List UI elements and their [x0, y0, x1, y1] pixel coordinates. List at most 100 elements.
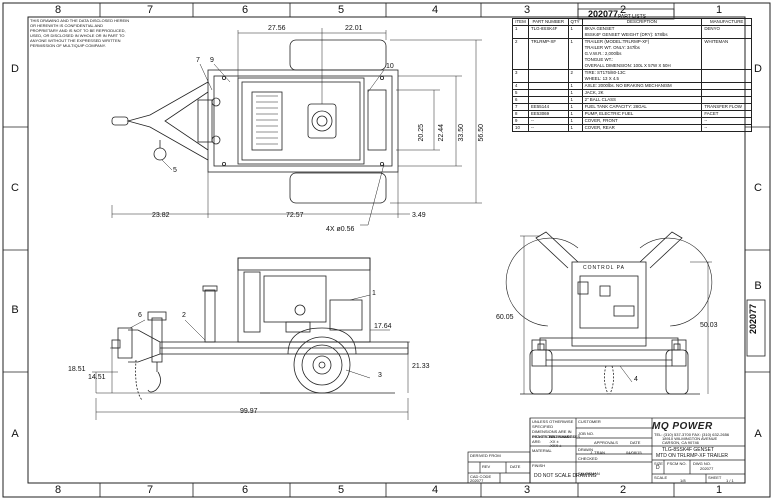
callout-2: 2	[182, 312, 186, 319]
parts-cell-qty: 1	[567, 38, 583, 70]
zone-col-6: 6	[241, 4, 249, 16]
tb-drawn-by: J. TRAN	[590, 450, 606, 455]
parts-list-table: ITEM PART NUMBER QTY DESCRIPTION MANUFAC…	[512, 18, 752, 132]
parts-cell-manufacture: TRANSFER FLOW	[701, 103, 752, 111]
rear-panel-label: CONTROL PA	[583, 265, 625, 271]
parts-description-line: 2" BALL CLASS	[584, 97, 616, 102]
rear-view	[505, 231, 713, 395]
tb-dwg-no-label: DWG NO.	[693, 461, 711, 466]
tb-salesman-label: SALESMAN	[578, 471, 600, 476]
parts-cell-part-number: --	[527, 124, 569, 132]
dim-top-h4: 56.50	[478, 124, 485, 142]
tb-fscm-label: FSCM NO.	[667, 461, 687, 466]
zone-col-2-bottom: 2	[619, 484, 627, 496]
parts-cell-manufacture	[701, 69, 752, 83]
parts-description-line: AXLE: 2000lbs. NO BRAKING MECHANISM	[584, 83, 672, 88]
dim-top-w1: 27.56	[268, 25, 286, 32]
parts-description-line: 8KVA GENSET	[584, 26, 615, 31]
tb-title-line1: TLG-8SSK4F GENSET	[662, 447, 714, 453]
zone-row-b: B	[11, 304, 19, 316]
dim-side-h2: 14.51	[88, 374, 106, 381]
tb-scale: 1/8	[680, 478, 686, 483]
tb-cad-code: 202077	[470, 478, 484, 483]
tb-address1: 18910 WILMINGTON AVENUE	[662, 436, 718, 441]
parts-cell-manufacture: FACET	[701, 110, 752, 118]
title-block-frame	[467, 417, 746, 484]
confidential-note: THIS DRAWING AND THE DATA DISCLOSED HERE…	[30, 18, 130, 48]
zone-row-d-right: D	[754, 63, 762, 75]
header-manufacture: MANUFACTURE	[701, 18, 752, 26]
parts-cell-manufacture: DENYO	[701, 25, 752, 39]
zone-col-5-bottom: 5	[337, 484, 345, 496]
tb-dec2: .XXX ±	[549, 443, 562, 448]
dim-top-l1: 23.82	[152, 212, 170, 219]
parts-cell-qty: 1	[567, 82, 583, 90]
parts-description-line: TONGUE WT.:	[584, 57, 614, 62]
parts-cell-part-number: TLG-8SSK4F	[527, 25, 569, 39]
parts-description-line: COVER, REAR	[584, 125, 615, 130]
parts-description-line: OVERALL DIMENSION: 100L X 57W X 50H	[584, 63, 671, 68]
parts-cell-description: FUEL TANK CAPACITY: 28GAL	[581, 103, 703, 111]
tb-rev-label: REV	[482, 464, 491, 469]
parts-cell-manufacture	[701, 82, 752, 90]
parts-cell-part-number	[527, 82, 569, 90]
zone-col-8-bottom: 8	[54, 484, 62, 496]
parts-cell-item: 7	[512, 103, 529, 111]
zone-col-7-bottom: 7	[146, 484, 154, 496]
parts-cell-item: 5	[512, 89, 529, 97]
parts-cell-description: COVER, FRONT	[581, 117, 703, 125]
parts-cell-qty: 1	[567, 117, 583, 125]
dim-top-h3: 33.50	[458, 124, 465, 142]
zone-col-5: 5	[337, 4, 345, 16]
parts-cell-manufacture	[701, 96, 752, 104]
parts-cell-part-number	[527, 69, 569, 83]
tb-sheet-label: SHEET	[708, 475, 722, 480]
header-part-number: PART NUMBER	[527, 18, 569, 26]
parts-cell-description: COVER, REAR	[581, 124, 703, 132]
zone-row-a: A	[11, 428, 19, 440]
dim-side-h4: 21.33	[412, 363, 430, 370]
tb-cad-code-label: CAD CODE	[470, 474, 492, 479]
zone-col-6-bottom: 6	[241, 484, 249, 496]
tb-derived-from: DERIVED FROM	[470, 453, 501, 458]
parts-description-line: FUEL TANK CAPACITY: 28GAL	[584, 104, 647, 109]
dim-top-l3: 3.49	[412, 212, 426, 219]
zone-ticks	[3, 3, 770, 497]
zone-col-8: 8	[54, 4, 62, 16]
parts-cell-manufacture	[701, 89, 752, 97]
parts-cell-qty: 1	[567, 110, 583, 118]
parts-cell-manufacture: --	[701, 124, 752, 132]
parts-cell-qty: 1	[567, 89, 583, 97]
dim-top-l2: 72.57	[286, 212, 304, 219]
tb-company-contact: TEL: (310) 537-3700 FAX: (310) 632-2656	[654, 432, 730, 437]
tb-customer-label: CUSTOMER	[578, 419, 601, 424]
zone-col-2: 2	[619, 4, 627, 16]
tb-scale-label: SCALE	[654, 475, 668, 480]
parts-cell-description: JACK, 2K	[581, 89, 703, 97]
zone-row-d: D	[11, 63, 19, 75]
zone-col-1-bottom: 1	[715, 484, 723, 496]
parts-cell-item: 4	[512, 82, 529, 90]
callout-10: 10	[386, 63, 394, 70]
parts-cell-qty: 1	[567, 124, 583, 132]
dim-top-h1: 20.25	[418, 124, 425, 142]
parts-list-title: PART LISTS	[617, 14, 647, 20]
zone-col-7: 7	[146, 4, 154, 16]
parts-description-line: 8SSK4F GENSET WEIGHT (DRY): 578lbs	[584, 32, 668, 37]
parts-cell-part-number: EE53069	[527, 110, 569, 118]
callout-7: 7	[196, 57, 200, 64]
zone-col-4-bottom: 4	[431, 484, 439, 496]
tolerance-note: UNLESS OTHERWISE SPECIFIED DIMENSIONS AR…	[532, 419, 576, 444]
parts-description-line: WHEEL: 13 X 4.5	[584, 76, 619, 81]
parts-description-line: G.V.W.R.: 2,000lbs	[584, 51, 622, 56]
parts-cell-item: 10	[512, 124, 529, 132]
parts-cell-qty: 1	[567, 103, 583, 111]
